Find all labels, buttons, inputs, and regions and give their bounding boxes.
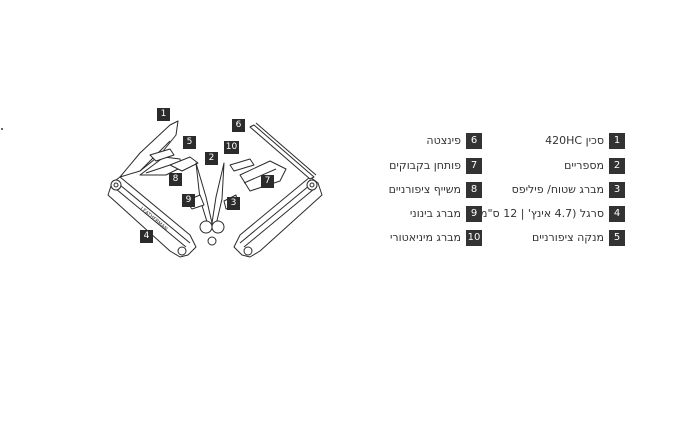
legend-number: 3 xyxy=(609,182,625,198)
legend-label: פותחן בקבוקים xyxy=(389,159,461,172)
legend-label: מספריים xyxy=(564,159,604,172)
tweezers xyxy=(249,124,315,180)
legend-number: 4 xyxy=(609,206,625,222)
legend-number: 6 xyxy=(466,133,482,149)
callout-9: 9 xyxy=(182,194,195,207)
stray-dot xyxy=(1,128,3,130)
legend-item: 9 מברג בינוני xyxy=(380,206,482,222)
legend-number: 7 xyxy=(466,158,482,174)
scissors xyxy=(195,162,225,246)
legend: 1 סכין 420HC 2 מספריים 3 מברג שטוח/ פילי… xyxy=(380,133,630,253)
legend-number: 10 xyxy=(466,230,482,246)
legend-label: סכין 420HC xyxy=(545,134,604,147)
callout-2: 2 xyxy=(205,152,218,165)
callout-7: 7 xyxy=(261,175,274,188)
nail-cleaner xyxy=(169,156,199,172)
right-handle xyxy=(233,176,323,258)
legend-item: 10 מברג מיניאטורי xyxy=(380,230,482,246)
legend-label: משייף ציפורניים xyxy=(388,183,461,196)
legend-item: 7 פותחן בקבוקים xyxy=(380,158,482,174)
legend-number: 1 xyxy=(609,133,625,149)
multitool-diagram: LEATHERMAN xyxy=(100,105,330,265)
legend-label: סרגל (4.7 אינץ' | 12 ס"מ) xyxy=(475,207,604,220)
callout-3: 3 xyxy=(227,197,240,210)
mini-screwdriver xyxy=(229,158,255,172)
legend-item: 5 מנקה ציפורניים xyxy=(380,230,625,246)
legend-number: 8 xyxy=(466,182,482,198)
legend-item: 6 פינצטה xyxy=(380,133,482,149)
legend-number: 2 xyxy=(609,158,625,174)
callout-1: 1 xyxy=(157,108,170,121)
legend-item: 8 משייף ציפורניים xyxy=(380,182,482,198)
callout-6: 6 xyxy=(232,119,245,132)
legend-label: פינצטה xyxy=(426,134,461,147)
callout-10: 10 xyxy=(224,141,239,154)
multitool-illustration: LEATHERMAN xyxy=(107,120,323,258)
legend-label: מברג בינוני xyxy=(409,207,461,220)
legend-item: 3 מברג שטוח/ פיליפס xyxy=(380,182,625,198)
callout-5: 5 xyxy=(183,136,196,149)
legend-item: 2 מספריים xyxy=(380,158,625,174)
callout-4: 4 xyxy=(140,230,153,243)
legend-label: מנקה ציפורניים xyxy=(531,231,604,244)
legend-item: 4 סרגל (4.7 אינץ' | 12 ס"מ) xyxy=(380,206,625,222)
callout-8: 8 xyxy=(169,173,182,186)
left-handle: LEATHERMAN xyxy=(107,176,197,258)
legend-number: 9 xyxy=(466,206,482,222)
legend-item: 1 סכין 420HC xyxy=(380,133,625,149)
legend-number: 5 xyxy=(609,230,625,246)
legend-label: מברג מיניאטורי xyxy=(389,231,461,244)
legend-label: מברג שטוח/ פיליפס xyxy=(511,183,604,196)
